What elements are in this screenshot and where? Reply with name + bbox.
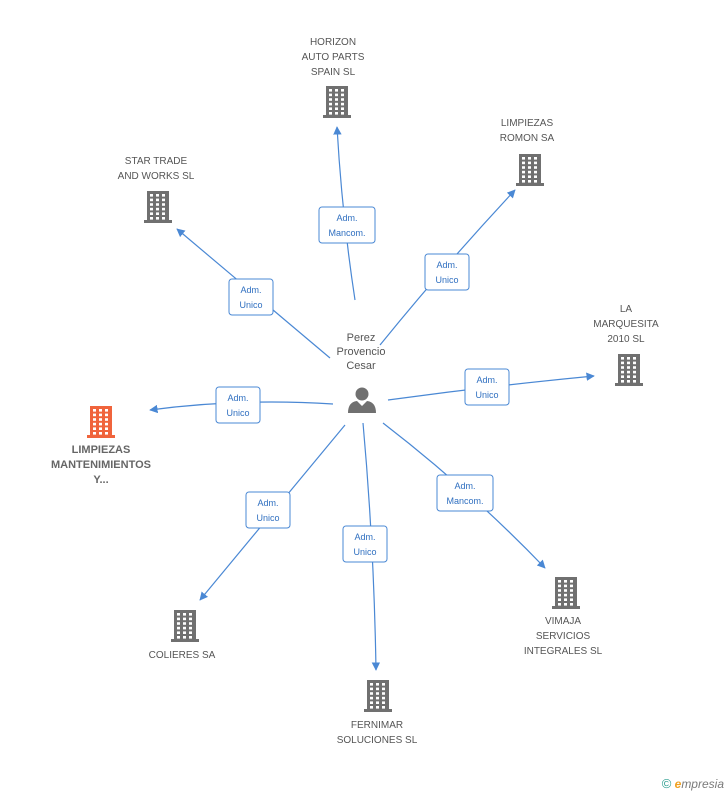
node-label-limpiezas-mant[interactable]: Y... <box>93 474 108 486</box>
edge-label-line: Adm. <box>354 532 375 542</box>
edge-label-line: Unico <box>239 300 262 310</box>
edge-label-line: Mancom. <box>328 228 365 238</box>
building-icon[interactable] <box>144 191 172 223</box>
node-label-la-marquesita[interactable]: MARQUESITA <box>593 319 659 330</box>
edge-label-line: Unico <box>353 547 376 557</box>
edge-label-star-trade[interactable]: Adm. Unico <box>228 278 274 316</box>
edge-label-line: Adm. <box>257 498 278 508</box>
center-name-line: Perez <box>347 332 376 344</box>
footer-brand: © empresia <box>662 776 724 791</box>
node-label-la-marquesita[interactable]: 2010 SL <box>607 334 645 345</box>
building-icon[interactable] <box>323 86 351 118</box>
brand-logo-e: e <box>674 777 682 791</box>
edge-label-line: Adm. <box>336 213 357 223</box>
node-label-limpiezas-romon[interactable]: ROMON SA <box>500 133 555 144</box>
node-label-star-trade[interactable]: AND WORKS SL <box>118 171 195 182</box>
node-label-star-trade[interactable]: STAR TRADE <box>125 156 188 167</box>
edges-layer: Adm.Mancom.Adm.UnicoAdm.UnicoAdm.UnicoAd… <box>149 126 595 671</box>
edge-label-line: Adm. <box>227 393 248 403</box>
edge-label-la-marquesita[interactable]: Adm. Unico <box>464 368 510 406</box>
nodes-layer: HORIZON AUTO PARTS SPAIN SL LIMPIEZAS ROMON … <box>51 37 659 746</box>
edge-label-fernimar[interactable]: Adm. Unico <box>342 525 388 563</box>
center-name-line: Provencio <box>337 346 386 358</box>
edge-label-limpiezas-mant[interactable]: Adm. Unico <box>215 386 261 424</box>
edge-label-line: Unico <box>256 513 279 523</box>
edge-label-line: Adm. <box>436 260 457 270</box>
building-icon[interactable] <box>87 406 115 438</box>
node-label-vimaja[interactable]: SERVICIOS <box>536 631 591 642</box>
node-label-horizon[interactable]: HORIZON <box>310 37 356 48</box>
brand-logo-text: mpresia <box>681 777 724 791</box>
node-label-la-marquesita[interactable]: LA <box>620 304 633 315</box>
node-label-limpiezas-mant[interactable]: MANTENIMIENTOS <box>51 459 151 471</box>
edge-label-vimaja[interactable]: Adm. Mancom. <box>436 474 494 512</box>
edge-label-horizon[interactable]: Adm. Mancom. <box>318 206 376 244</box>
edge-label-line: Unico <box>226 408 249 418</box>
node-label-fernimar[interactable]: SOLUCIONES SL <box>337 735 418 746</box>
node-label-vimaja[interactable]: VIMAJA <box>545 616 581 627</box>
edge-label-line: Adm. <box>454 481 475 491</box>
edge-label-line: Adm. <box>476 375 497 385</box>
building-icon[interactable] <box>171 610 199 642</box>
copyright-icon: © <box>661 776 672 791</box>
node-label-limpiezas-mant[interactable]: LIMPIEZAS <box>72 444 131 456</box>
node-label-fernimar[interactable]: FERNIMAR <box>351 720 403 731</box>
building-icon[interactable] <box>552 577 580 609</box>
edge-label-limpiezas-romon[interactable]: Adm. Unico <box>424 253 470 291</box>
person-icon[interactable] <box>348 387 376 414</box>
building-icon[interactable] <box>364 680 392 712</box>
edge-label-line: Mancom. <box>446 496 483 506</box>
edge-label-colieres[interactable]: Adm. Unico <box>245 491 291 529</box>
node-label-limpiezas-romon[interactable]: LIMPIEZAS <box>501 118 554 129</box>
node-label-colieres[interactable]: COLIERES SA <box>149 650 216 661</box>
node-label-horizon[interactable]: SPAIN SL <box>311 67 356 78</box>
edge-label-line: Unico <box>475 390 498 400</box>
building-icon[interactable] <box>516 154 544 186</box>
node-label-vimaja[interactable]: INTEGRALES SL <box>524 646 603 657</box>
edge-label-line: Adm. <box>240 285 261 295</box>
edge-label-line: Unico <box>435 275 458 285</box>
center-name-line: Cesar <box>346 360 376 372</box>
building-icon[interactable] <box>615 354 643 386</box>
node-label-horizon[interactable]: AUTO PARTS <box>302 52 365 63</box>
